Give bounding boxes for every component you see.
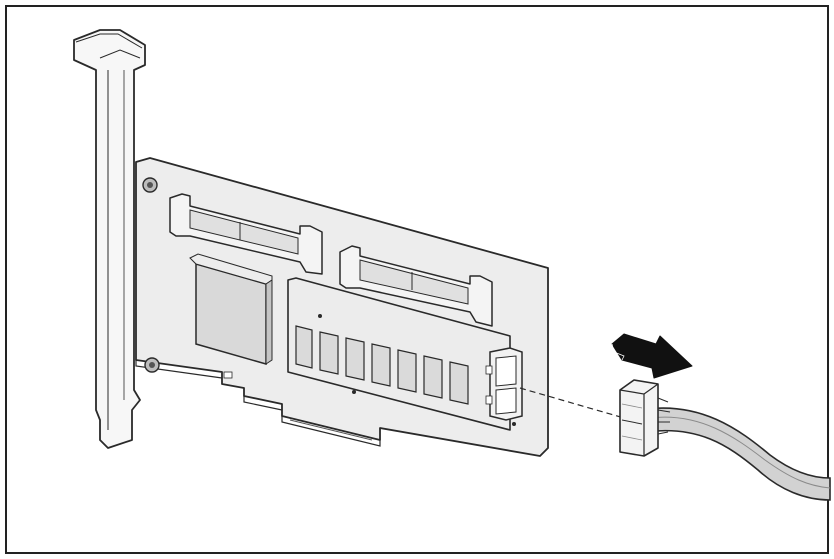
memory-module-icon — [287, 277, 511, 431]
cable-icon — [639, 407, 831, 501]
direction-arrow-icon — [611, 333, 693, 379]
sas-connector-port-icon — [485, 347, 523, 426]
pci-bracket-icon — [73, 29, 146, 449]
cable-connector-icon — [619, 379, 671, 457]
alignment-dashed-line — [519, 387, 625, 419]
